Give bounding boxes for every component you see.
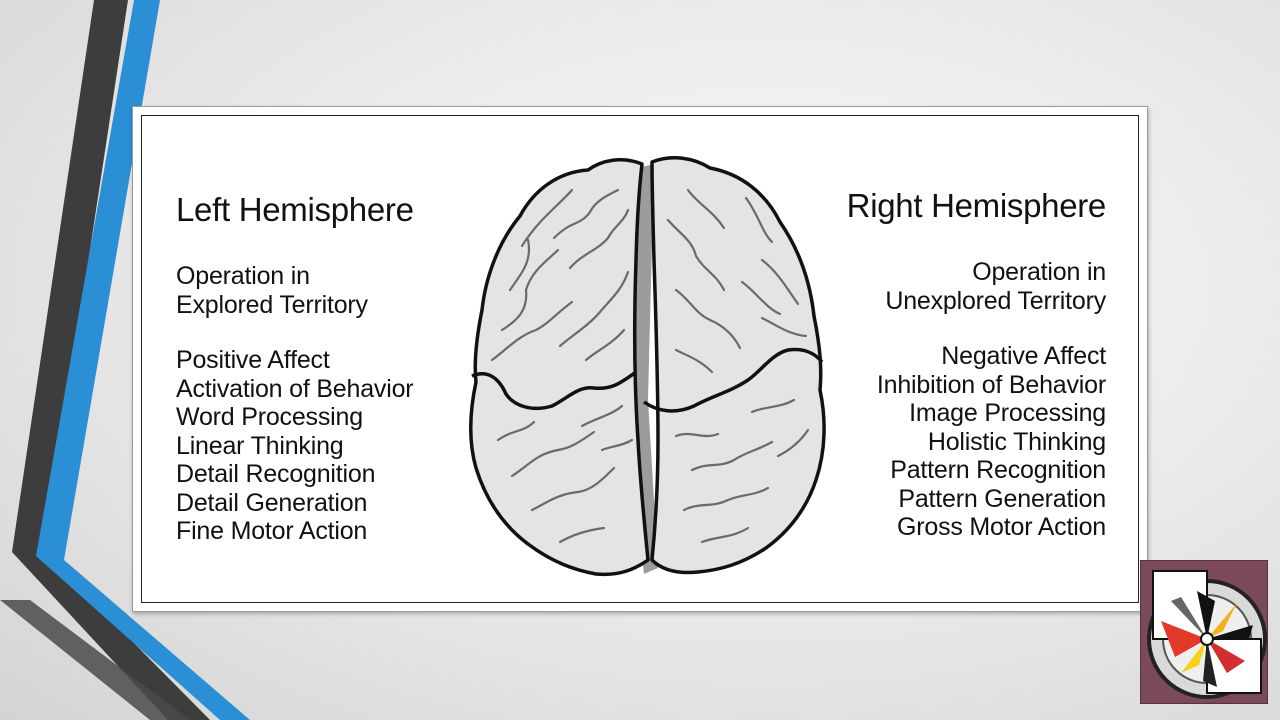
left-trait-list: Positive Affect Activation of Behavior W… xyxy=(176,346,414,546)
left-territory-line: Explored Territory xyxy=(176,290,368,319)
left-trait-item: Linear Thinking xyxy=(176,431,344,460)
right-territory-line: Unexplored Territory xyxy=(885,286,1106,315)
right-trait-item: Gross Motor Action xyxy=(897,513,1106,541)
left-trait-item: Activation of Behavior xyxy=(176,374,414,403)
left-hemisphere-title: Left Hemisphere xyxy=(176,191,414,228)
right-trait-item: Image Processing xyxy=(909,399,1106,427)
left-trait-item: Fine Motor Action xyxy=(176,517,368,545)
left-territory-line: Operation in xyxy=(176,262,310,290)
right-hemisphere-title: Right Hemisphere xyxy=(846,187,1107,224)
maps-of-meaning-logo-icon xyxy=(1147,570,1267,699)
right-trait-item: Inhibition of Behavior xyxy=(876,370,1106,399)
left-trait-item: Detail Generation xyxy=(176,488,368,517)
stripe-dark xyxy=(12,0,210,720)
brain-gyri-right xyxy=(666,188,810,544)
stripe-dark-lower xyxy=(0,600,190,720)
brain-gyri-left xyxy=(490,188,634,544)
brain-central-sulcus-right xyxy=(642,347,824,413)
brain-central-sulcus-left xyxy=(471,370,638,411)
right-trait-list: Negative Affect Inhibition of Behavior I… xyxy=(877,342,1106,542)
diagram-frame-border xyxy=(141,115,1139,603)
brain-left-hemisphere xyxy=(469,157,650,577)
left-trait-item: Detail Recognition xyxy=(176,460,376,488)
right-trait-item: Pattern Recognition xyxy=(890,456,1106,484)
left-trait-item: Word Processing xyxy=(176,403,363,431)
right-trait-item: Pattern Generation xyxy=(898,484,1106,513)
stripe-blue xyxy=(36,0,250,720)
brain-icon xyxy=(469,155,826,577)
left-trait-item: Positive Affect xyxy=(176,346,330,374)
right-territory-line: Operation in xyxy=(972,258,1106,286)
left-territory-text: Operation in Explored Territory xyxy=(176,262,368,319)
brain-right-hemisphere xyxy=(650,155,826,575)
right-trait-item: Holistic Thinking xyxy=(927,427,1106,456)
right-trait-item: Negative Affect xyxy=(941,342,1106,370)
right-territory-text: Operation in Unexplored Territory xyxy=(885,258,1106,315)
logo-frame xyxy=(1140,560,1268,704)
